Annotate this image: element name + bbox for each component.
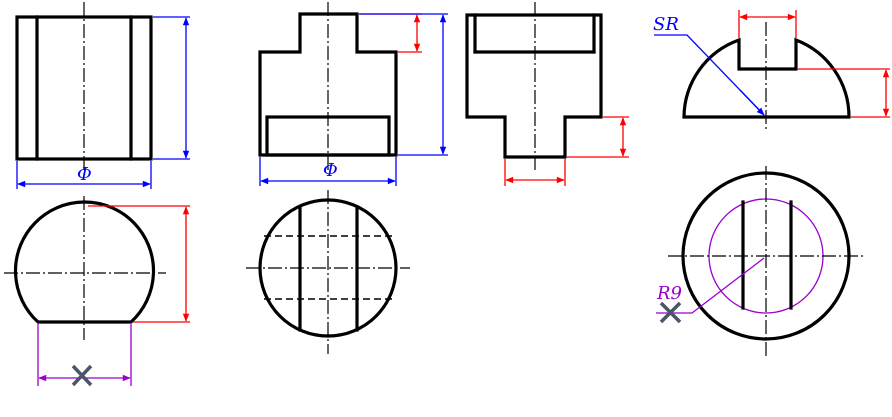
unknown-radius-cross <box>659 301 682 324</box>
sphere-radius-label: SR <box>653 14 679 35</box>
diameter-label: Φ <box>77 164 92 185</box>
diameter-label: Φ <box>323 160 338 181</box>
view-1-front: Φ <box>15 2 190 189</box>
t-shape-outline <box>465 13 603 159</box>
view-3-front <box>465 2 629 186</box>
view-2-front: Φ <box>258 2 448 186</box>
hemisphere-outline <box>682 37 851 119</box>
sr-leader-arrow <box>739 89 765 116</box>
view-4-front: SR <box>653 10 890 132</box>
stepped-outline <box>258 12 398 157</box>
unknown-value-cross <box>71 364 93 387</box>
truncated-circle <box>13 200 156 324</box>
view-2-top <box>246 190 410 354</box>
radius-label: R9 <box>656 283 682 304</box>
view-4-top: R9 <box>656 166 866 358</box>
view-1-top <box>4 196 190 387</box>
sr-leader <box>654 34 765 116</box>
